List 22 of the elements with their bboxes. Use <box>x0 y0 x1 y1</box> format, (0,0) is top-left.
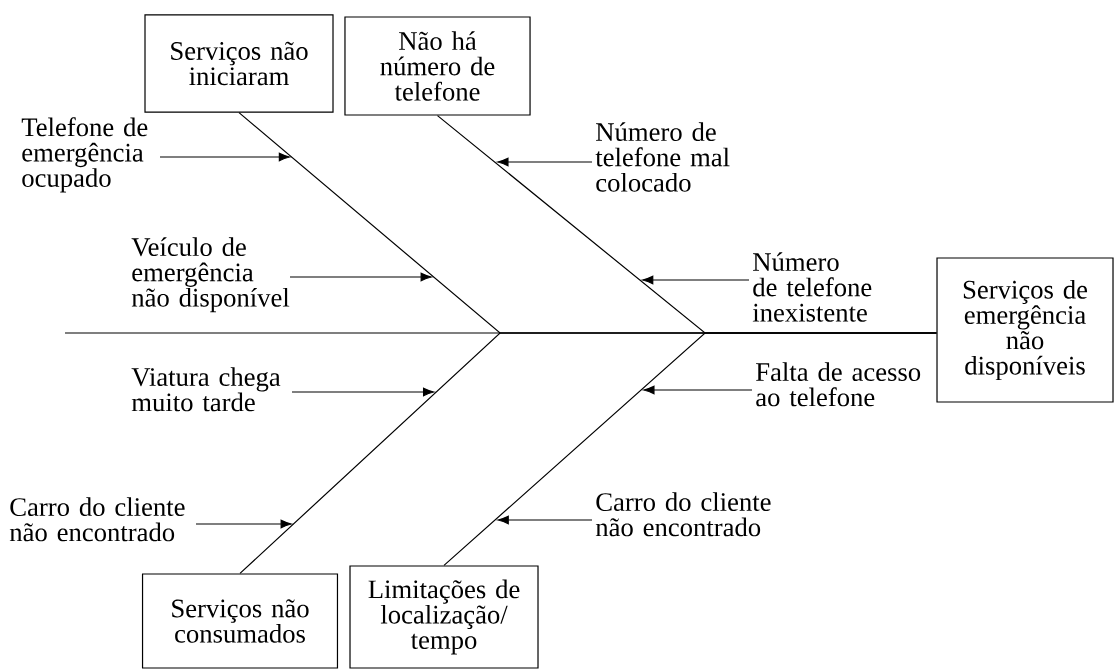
arrow <box>195 519 292 529</box>
category-box: Serviços não iniciaram <box>144 14 334 113</box>
cause-text: Número de telefone inexistente <box>752 252 872 322</box>
arrow <box>497 515 593 525</box>
category-box: Não há número de telefone <box>344 16 531 116</box>
arrow <box>291 387 435 397</box>
cause-text: Falta de acesso ao telefone <box>756 362 921 407</box>
cause-text: Carro do cliente não encontrado <box>595 492 771 537</box>
category-box: Limitações de localização/ tempo <box>349 565 539 669</box>
arrow <box>642 275 750 285</box>
category-box: Serviços não consumados <box>141 573 339 669</box>
arrow <box>289 272 432 282</box>
arrow <box>643 385 753 395</box>
arrow <box>497 157 593 167</box>
cause-text: Número de telefone mal colocado <box>595 122 730 192</box>
cause-text: Viatura chega muito tarde <box>131 367 281 412</box>
arrow <box>159 152 291 162</box>
cause-text: Veículo de emergência não disponível <box>131 237 290 313</box>
effect-box: Serviços de emergência não disponíveis <box>936 257 1114 403</box>
cause-text: Carro do cliente não encontrado <box>9 497 185 542</box>
bone-line <box>443 332 937 566</box>
cause-text: Telefone de emergência ocupado <box>21 117 148 193</box>
